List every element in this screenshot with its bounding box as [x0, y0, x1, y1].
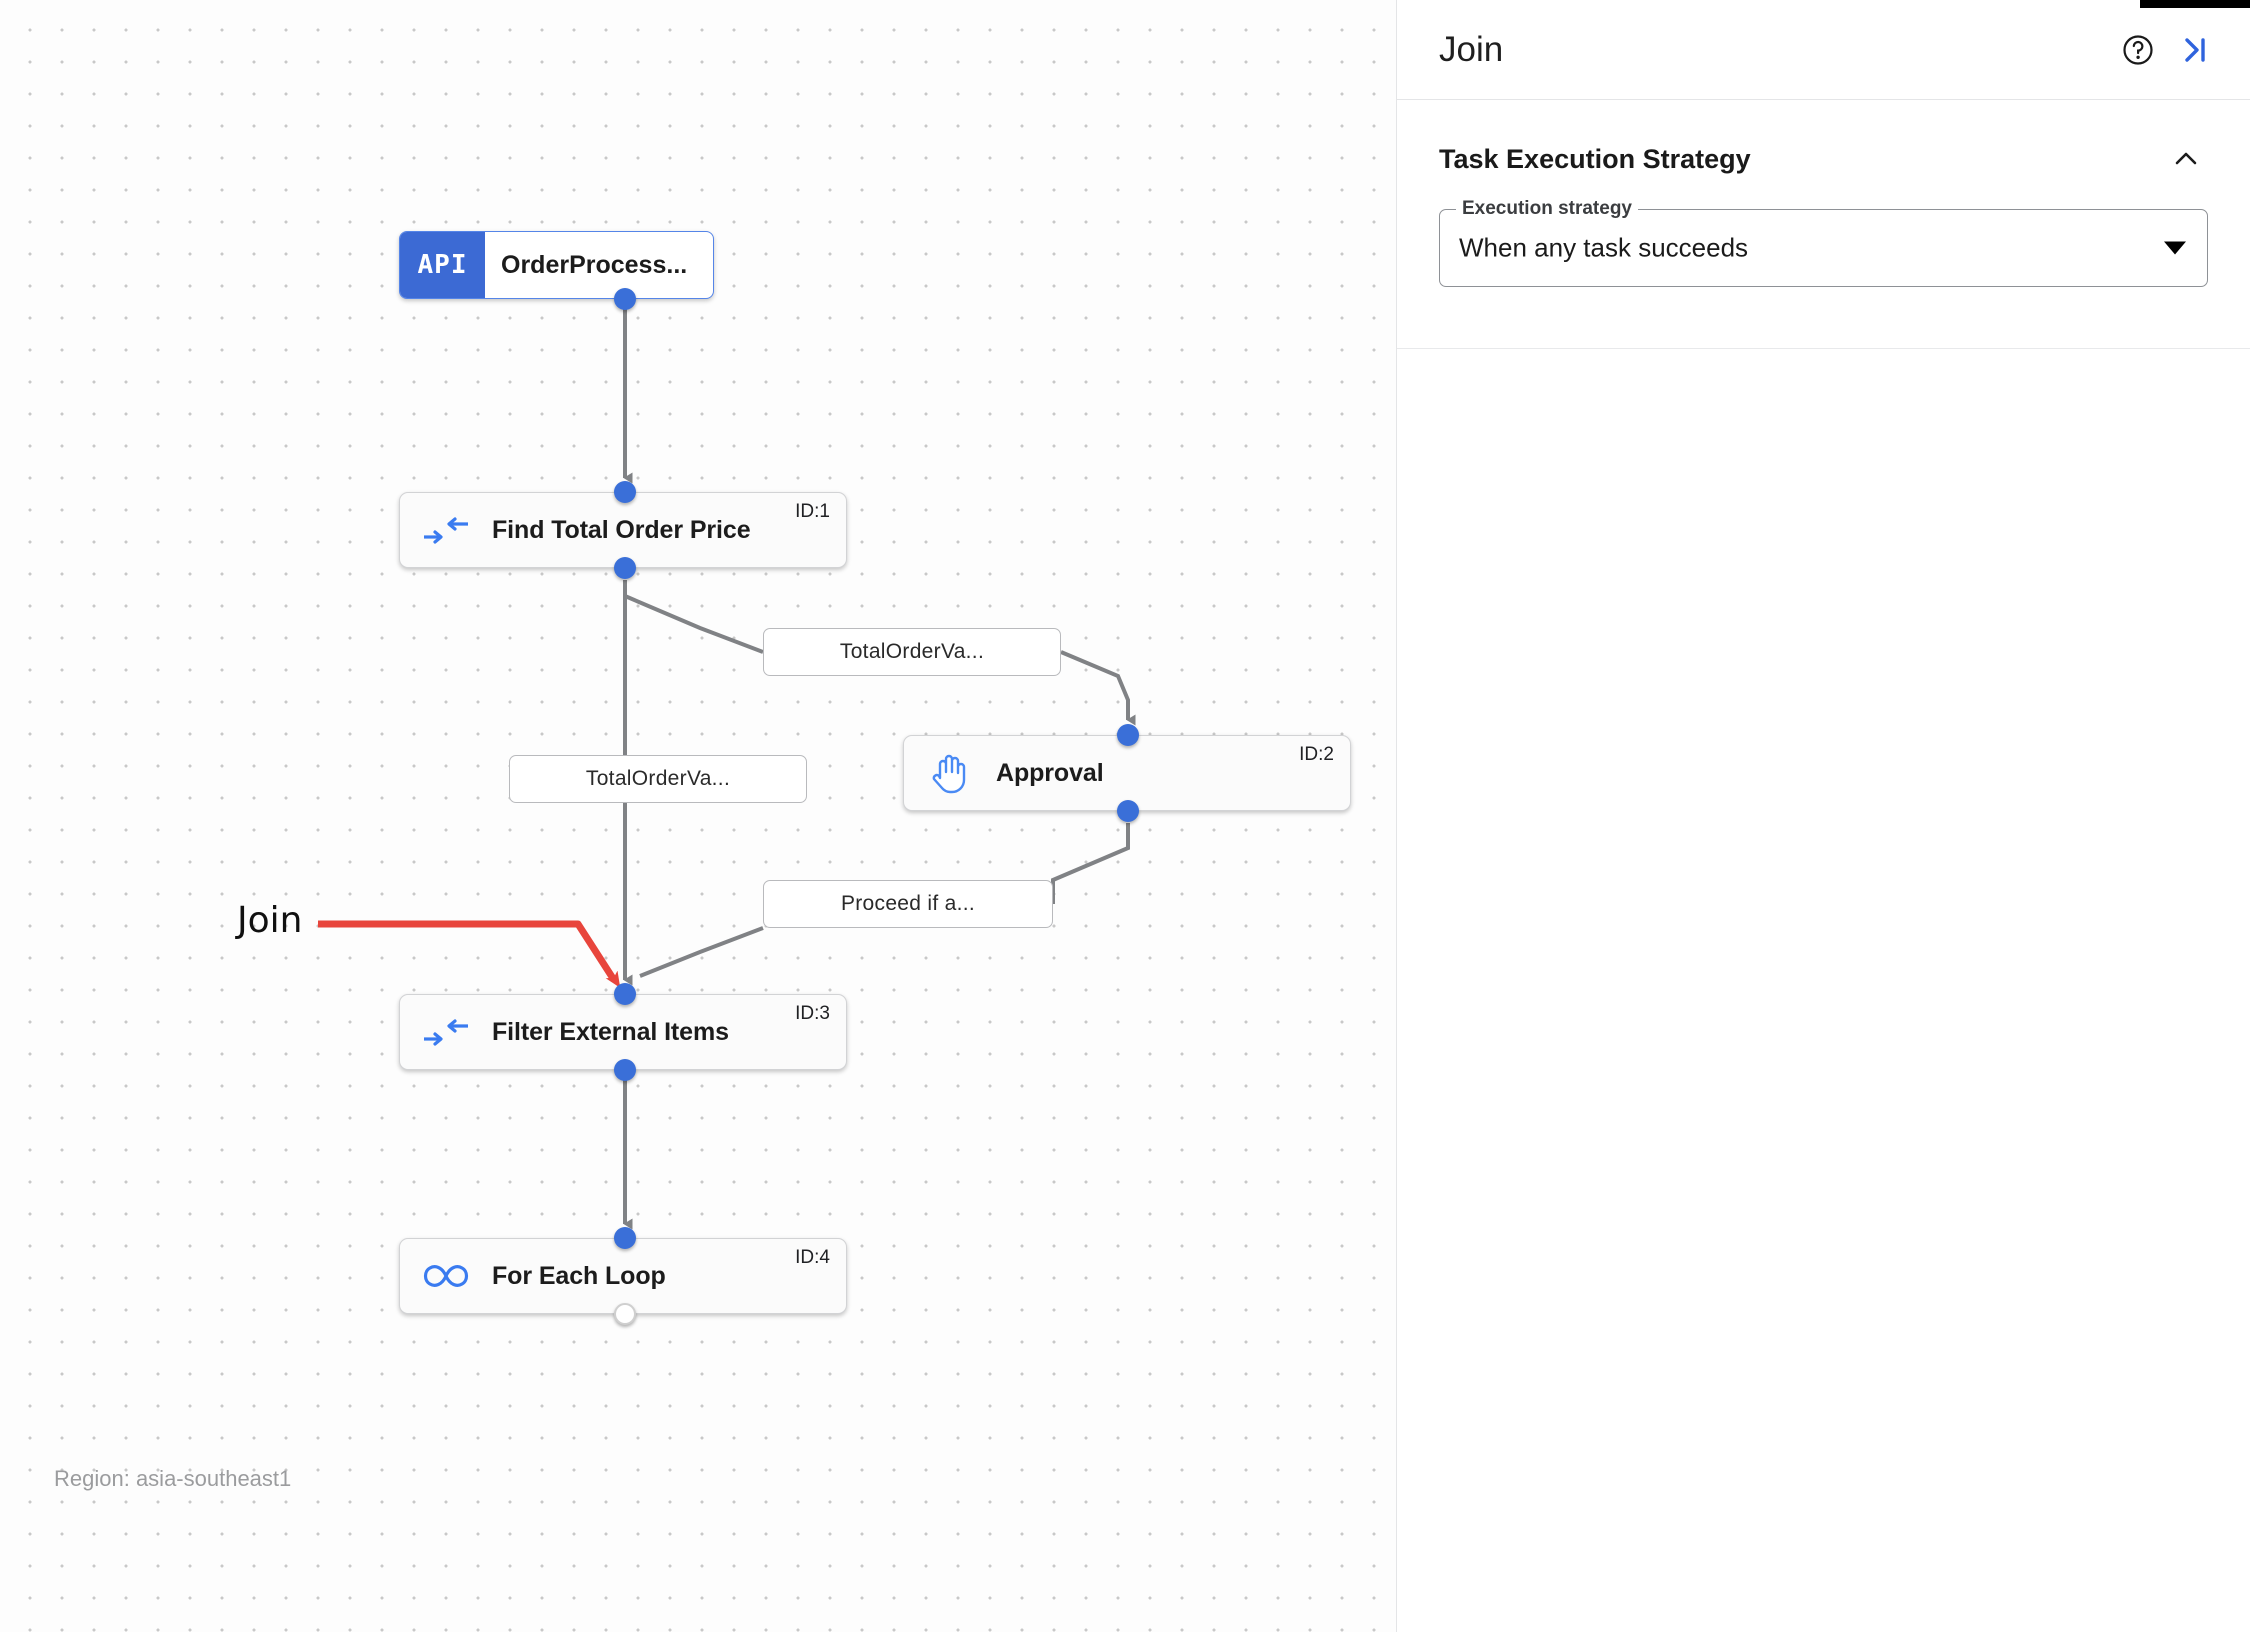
execution-strategy-value: When any task succeeds	[1459, 232, 1749, 263]
node-title: Find Total Order Price	[492, 515, 751, 544]
node-title: For Each Loop	[492, 1261, 666, 1290]
chevron-up-icon[interactable]	[2164, 137, 2208, 181]
dropdown-arrow-icon[interactable]	[2164, 241, 2186, 255]
panel-header: Join	[1397, 0, 2250, 100]
node-trigger-orderprocess[interactable]: API OrderProcess...	[399, 231, 714, 299]
node-id-badge: ID:1	[795, 501, 830, 522]
section-title: Task Execution Strategy	[1439, 143, 1751, 174]
flow-canvas[interactable]: API OrderProcess... Find Total Order Pri…	[0, 0, 1396, 1632]
annotation-join-label: Join	[237, 900, 303, 941]
hand-icon	[904, 752, 996, 794]
section-header[interactable]: Task Execution Strategy	[1439, 115, 2208, 203]
join-icon	[400, 1017, 492, 1047]
edge-label[interactable]: Proceed if a...	[763, 880, 1053, 928]
collapse-right-icon[interactable]	[2166, 22, 2222, 78]
port-approval-out[interactable]	[1117, 800, 1139, 822]
node-id-badge: ID:2	[1299, 744, 1334, 765]
properties-panel: Join Task Execution Strategy	[1396, 0, 2250, 1632]
node-title: OrderProcess...	[501, 250, 688, 279]
port-loop-out[interactable]	[614, 1303, 636, 1325]
node-approval[interactable]: Approval ID:2	[903, 735, 1351, 811]
port-filter-out[interactable]	[614, 1059, 636, 1081]
task-execution-strategy-section: Task Execution Strategy Execution strate…	[1397, 115, 2250, 287]
node-id-badge: ID:3	[795, 1003, 830, 1024]
port-loop-in[interactable]	[614, 1227, 636, 1249]
section-divider	[1397, 348, 2250, 349]
port-filter-in[interactable]	[614, 983, 636, 1005]
panel-title: Join	[1439, 29, 1504, 69]
node-title: Approval	[996, 758, 1104, 787]
execution-strategy-select[interactable]: Execution strategy When any task succeed…	[1439, 198, 2208, 287]
execution-strategy-label: Execution strategy	[1456, 198, 1638, 220]
node-title: Filter External Items	[492, 1017, 729, 1046]
port-find-in[interactable]	[614, 481, 636, 503]
port-approval-in[interactable]	[1117, 724, 1139, 746]
panel-top-strip	[2140, 0, 2250, 8]
join-icon	[400, 515, 492, 545]
node-filter-external-items[interactable]: Filter External Items ID:3	[399, 994, 847, 1070]
region-label: Region: asia-southeast1	[54, 1466, 292, 1491]
edge-label[interactable]: TotalOrderVa...	[763, 628, 1061, 676]
help-circle-icon[interactable]	[2110, 22, 2166, 78]
edge-label[interactable]: TotalOrderVa...	[509, 755, 807, 803]
node-id-badge: ID:4	[795, 1247, 830, 1268]
infinity-icon	[400, 1262, 492, 1290]
api-icon: API	[400, 232, 485, 298]
port-trigger-out[interactable]	[614, 288, 636, 310]
port-find-out[interactable]	[614, 557, 636, 579]
